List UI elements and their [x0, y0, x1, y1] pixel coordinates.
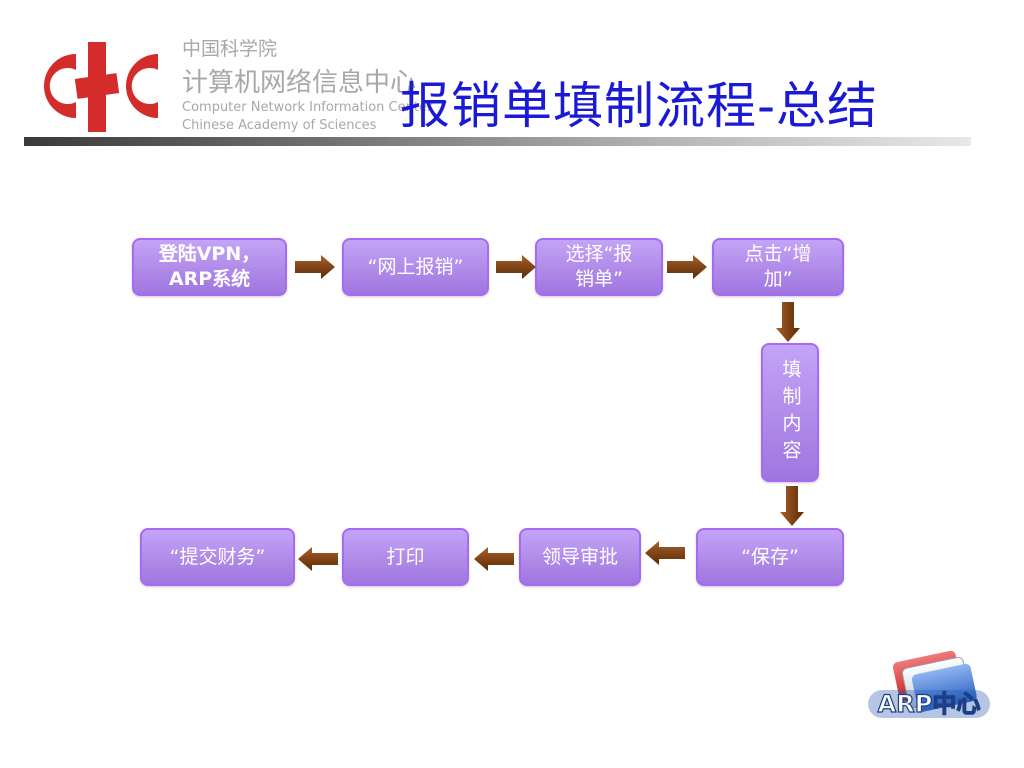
org-name-en-line2: Chinese Academy of Sciences — [182, 118, 377, 133]
arp-center-logo: ARP中心 — [862, 648, 996, 748]
step-save: “保存” — [696, 528, 844, 586]
step-leader-approve-label: 领导审批 — [541, 545, 618, 568]
arrow-left-icon — [645, 541, 685, 565]
step-submit-finance-label: “提交财务” — [169, 545, 266, 568]
step-online-reimburse: “网上报销” — [342, 238, 489, 296]
slide-title: 报销单填制流程-总结 — [400, 77, 879, 135]
arrow-right-icon — [295, 255, 335, 279]
step-click-add: 点击“增 加” — [712, 238, 844, 296]
arrow-down-icon — [780, 486, 804, 526]
arrow-right-icon — [667, 255, 707, 279]
step-print-label: 打印 — [386, 545, 425, 568]
arrow-left-icon — [474, 547, 514, 571]
arp-logo-text: ARP中心 — [878, 690, 981, 718]
org-name-en-line1: Computer Network Information Center — [182, 100, 433, 115]
header-divider — [24, 137, 971, 146]
step-online-reimburse-label: “网上报销” — [367, 255, 464, 278]
step-fill-content: 填制内容 — [761, 343, 819, 482]
arrow-left-icon — [298, 547, 338, 571]
org-name-cn-large: 计算机网络信息中心 — [182, 68, 417, 98]
step-leader-approve: 领导审批 — [519, 528, 641, 586]
org-name-cn-small: 中国科学院 — [182, 38, 278, 60]
step-save-label: “保存” — [741, 545, 799, 568]
step-select-form-label: 选择“报 销单” — [565, 243, 633, 290]
arp-logo-icon: ARP中心 — [868, 650, 990, 719]
step-login-label: 登陆VPN， ARP系统 — [158, 243, 261, 290]
cnc-logo-icon — [44, 42, 158, 132]
slide-header: 中国科学院 计算机网络信息中心 Computer Network Informa… — [0, 0, 1024, 150]
step-fill-content-label: 填制内容 — [779, 358, 802, 467]
arrow-down-icon — [776, 302, 800, 342]
step-select-form: 选择“报 销单” — [535, 238, 663, 296]
step-click-add-label: 点击“增 加” — [744, 243, 812, 290]
step-submit-finance: “提交财务” — [140, 528, 295, 586]
step-print: 打印 — [342, 528, 469, 586]
step-login: 登陆VPN， ARP系统 — [132, 238, 287, 296]
arrow-right-icon — [496, 255, 536, 279]
